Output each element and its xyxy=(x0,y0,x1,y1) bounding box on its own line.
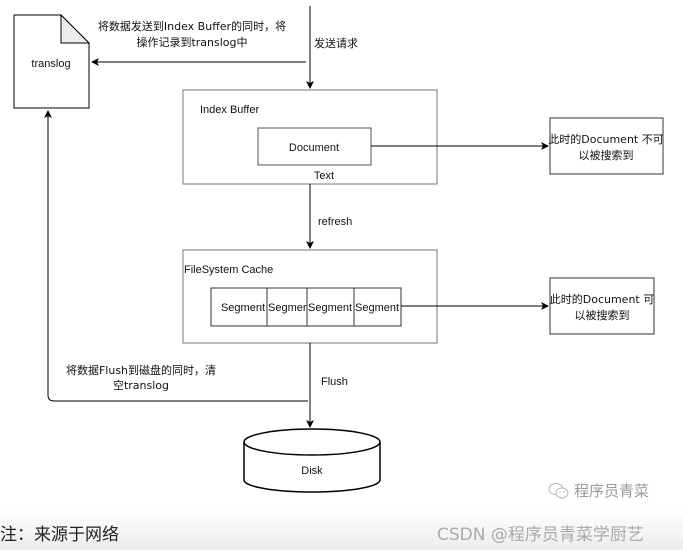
translog-label: translog xyxy=(31,58,70,70)
watermark-csdn: CSDN @程序员青菜学厨艺 xyxy=(437,525,644,545)
watermark-account: 程序员青菜 xyxy=(548,480,649,501)
index-buffer-label: Index Buffer xyxy=(200,104,259,116)
searchable-node: 此时的Document 可 以被搜索到 xyxy=(549,277,655,335)
translog-note-line1: 将数据发送到Index Buffer的同时，将 xyxy=(98,19,286,33)
refresh-label: refresh xyxy=(318,216,352,228)
wechat-icon xyxy=(548,482,569,498)
disk-node: Disk xyxy=(243,428,381,493)
segment-row: Segment Segmer Segment Segment xyxy=(210,287,402,327)
segment-label: Segmer xyxy=(268,302,307,314)
source-note: 注：来源于网络 xyxy=(0,525,119,545)
translog-node: translog xyxy=(13,13,91,109)
not-searchable-line2: 以被搜索到 xyxy=(579,148,634,162)
flush-label: Flush xyxy=(321,376,348,388)
document-label: Document xyxy=(289,142,339,154)
watermark-account-name: 程序员青菜 xyxy=(574,482,650,500)
filesystem-cache-node: FileSystem Cache Segment Segmer Segment … xyxy=(182,249,438,344)
flush-note-line2: 空translog xyxy=(113,378,169,392)
segment-label: Segment xyxy=(308,302,352,314)
segment-label: Segment xyxy=(355,302,399,314)
send-request-label: 发送请求 xyxy=(314,36,358,50)
flush-note-line1: 将数据Flush到磁盘的同时，清 xyxy=(66,363,216,377)
not-searchable-node: 此时的Document 不可 以被搜索到 xyxy=(548,117,664,175)
segment-cell xyxy=(306,287,355,327)
searchable-line2: 以被搜索到 xyxy=(575,308,630,322)
not-searchable-line1: 此时的Document 不可 xyxy=(548,132,663,146)
segment-label: Segment xyxy=(221,302,265,314)
footer-band xyxy=(0,508,683,550)
segment-cell xyxy=(210,287,268,327)
text-label: Text xyxy=(314,170,334,182)
searchable-line1: 此时的Document 可 xyxy=(550,292,654,306)
filesystem-cache-label: FileSystem Cache xyxy=(184,264,273,276)
index-buffer-node: Index Buffer Document Text xyxy=(182,89,438,185)
arrow-clear-translog xyxy=(44,110,308,402)
segment-cell xyxy=(353,287,402,327)
document-node xyxy=(257,127,372,166)
disk-label: Disk xyxy=(301,465,323,477)
translog-note-line2: 操作记录到translog中 xyxy=(136,35,247,49)
